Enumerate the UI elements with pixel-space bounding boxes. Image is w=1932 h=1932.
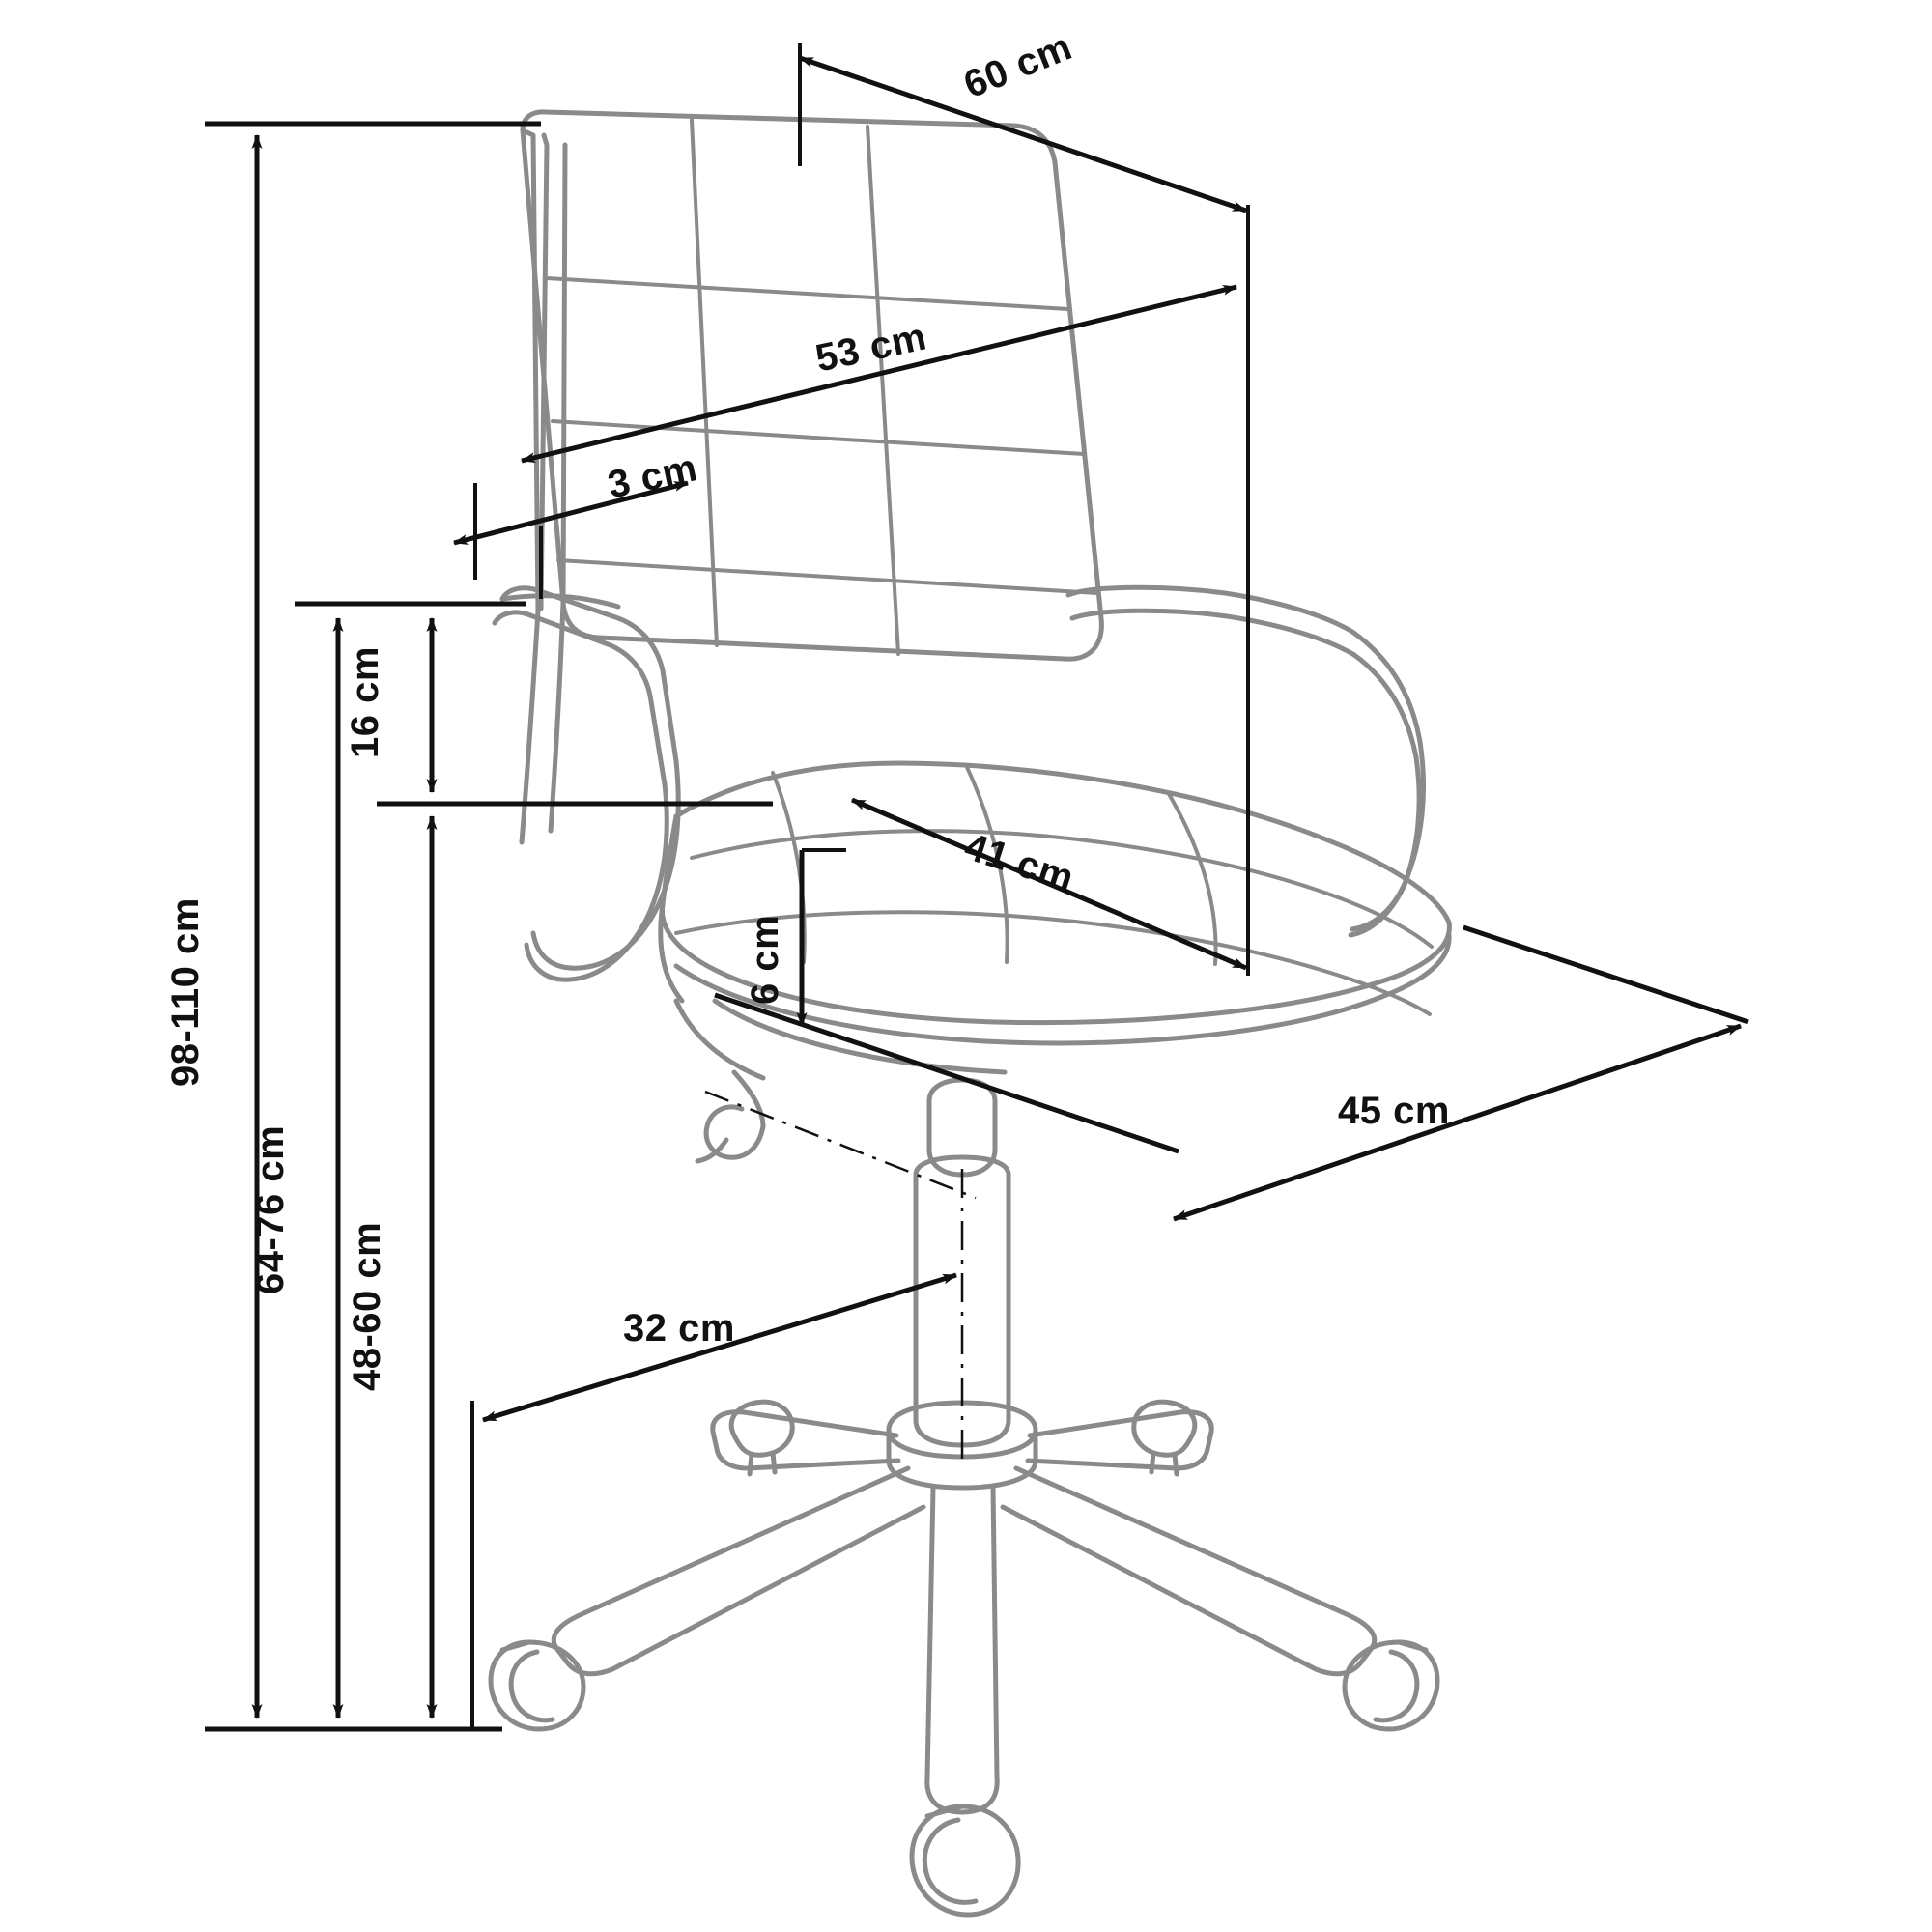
armrest-right	[1065, 584, 1427, 938]
dimension-label-base-radius: 32 cm	[623, 1307, 735, 1350]
dimline-32	[482, 1272, 957, 1423]
dimension-label-seat-height: 48-60 cm	[346, 1221, 388, 1391]
ext-45-a	[714, 992, 1179, 1154]
backrest-to-seat-link	[519, 600, 566, 845]
dimension-label-seat-depth: 45 cm	[1338, 1090, 1450, 1132]
seat-underframe	[673, 998, 1008, 1081]
dimension-label-backrest-top-height: 64-76 cm	[249, 1124, 292, 1294]
dimline-41	[851, 797, 1247, 971]
seat-cushion	[658, 760, 1452, 1046]
dimline-53	[521, 284, 1237, 464]
tilt-lever	[695, 1069, 766, 1164]
dimline-3	[453, 480, 689, 546]
dimension-label-armrest-height: 16 cm	[344, 646, 386, 758]
dimension-lines	[205, 43, 1749, 1732]
base-legs	[551, 1409, 1378, 1815]
armrest-left	[492, 585, 681, 982]
chair-illustration	[488, 109, 1452, 1918]
ext-45-b	[1463, 924, 1749, 1025]
seat-centerline	[704, 1090, 977, 1200]
dimension-label-total-height: 98-110 cm	[164, 897, 207, 1087]
dimension-label-cushion-thickness: 6 cm	[744, 914, 786, 1005]
dimline-60	[799, 55, 1247, 213]
dimline-45	[1173, 1023, 1742, 1222]
